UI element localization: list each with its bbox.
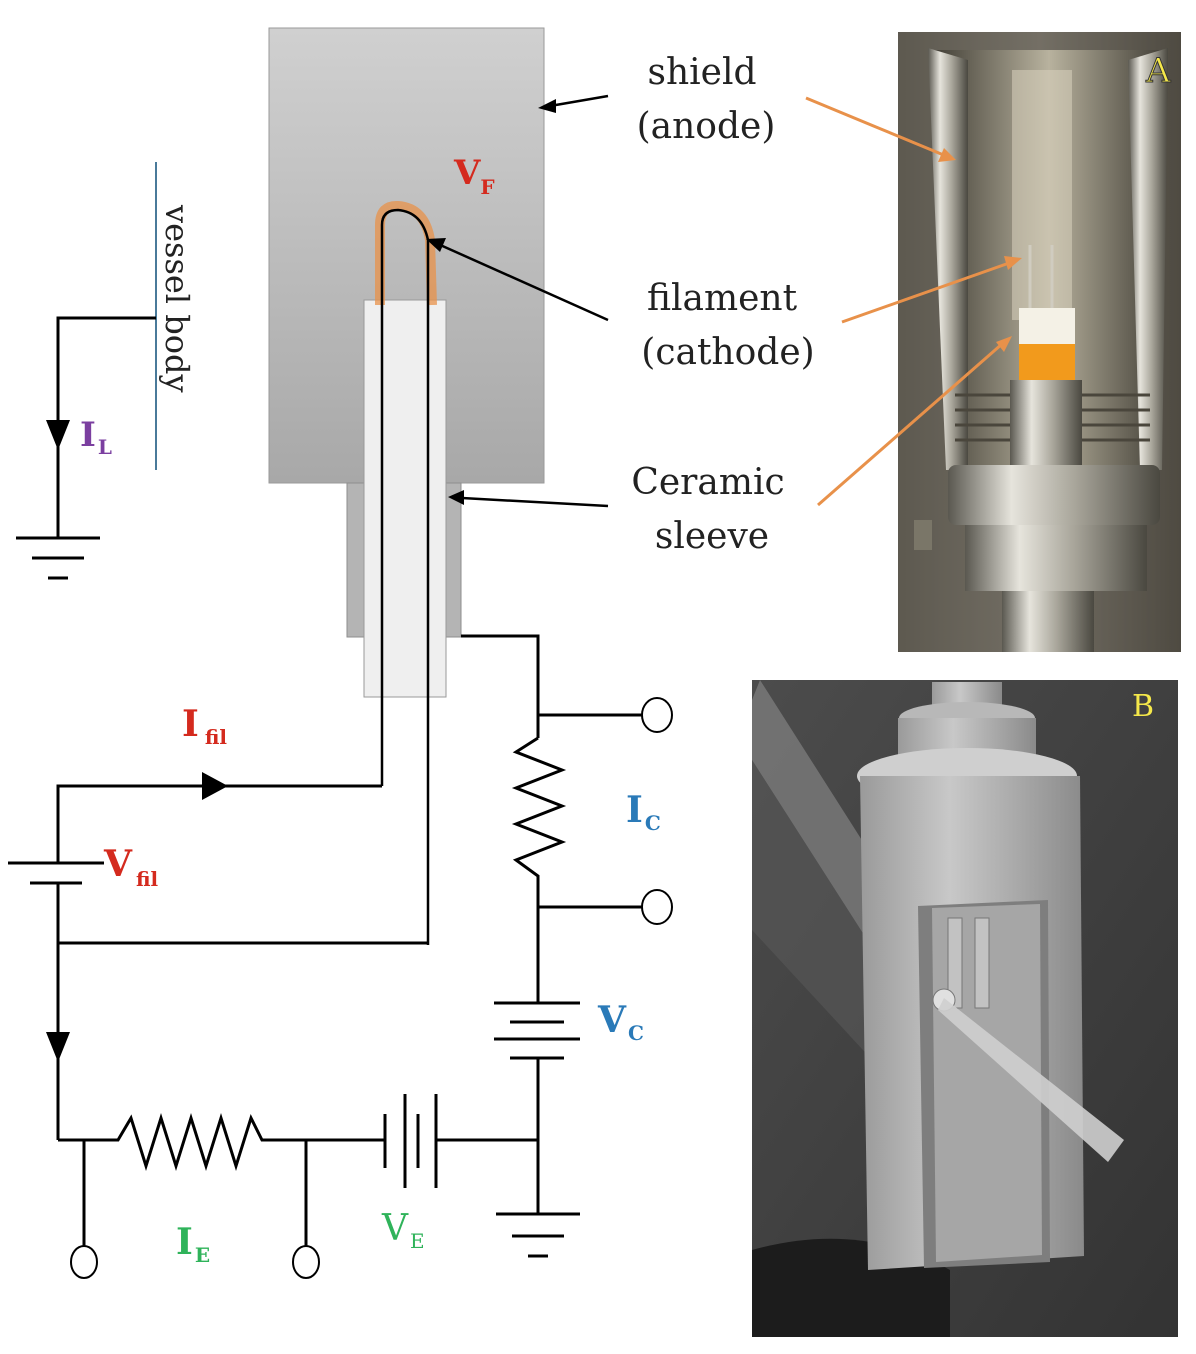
vfil-return-wire — [56, 883, 428, 945]
main-ground-symbol — [496, 1212, 580, 1258]
filament-label-line2: (cathode) — [641, 332, 814, 373]
ic-wire-top — [461, 634, 540, 738]
il-wire — [56, 316, 156, 538]
ceramic-label-line2: sleeve — [655, 516, 769, 557]
filament-cathode — [380, 208, 430, 945]
ceramic-sleeve — [363, 299, 447, 698]
ceramic-label-line1: Ceramic — [631, 462, 784, 503]
ic-resistor — [511, 736, 567, 1003]
ve-battery — [383, 1094, 438, 1188]
ic-terminal-bottom — [641, 889, 673, 925]
ceramic-pointer — [461, 496, 609, 508]
shield-label-line2: (anode) — [637, 106, 776, 147]
ic-terminal-top — [641, 697, 673, 733]
ceramic-pointer-head — [448, 490, 464, 505]
ifil-arrow — [202, 772, 228, 800]
shield-label-line1: shield — [647, 52, 756, 93]
ceramic-photo-pointer — [817, 342, 1003, 507]
ie-terminal-right — [292, 1245, 320, 1279]
vessel-body-label: vessel body — [158, 204, 196, 393]
filament-glow — [375, 200, 437, 306]
il-arrow — [46, 420, 70, 450]
vf-label: VF — [453, 153, 495, 199]
vessel-ground-symbol — [16, 536, 100, 580]
render-panel-b: B — [752, 680, 1178, 1337]
shield-pointer-head — [538, 99, 556, 113]
shield-photo-pointer — [805, 96, 947, 158]
panel-b-label: B — [1132, 689, 1154, 724]
ie-terminal-left — [70, 1245, 98, 1279]
filament-label-line1: filament — [647, 278, 798, 319]
photo-panel-a: A — [805, 32, 1181, 652]
shield-pointer — [549, 94, 609, 108]
vc-battery — [494, 1001, 580, 1060]
ie-arrow — [46, 1032, 70, 1062]
ifil-wire — [56, 784, 382, 863]
vfil-battery — [8, 861, 104, 885]
filament-pointer — [437, 242, 609, 322]
ie-resistor — [58, 1112, 385, 1172]
filament-photo-pointer — [841, 260, 1013, 324]
filament-pointer-head — [426, 238, 446, 252]
panel-a-label: A — [1145, 51, 1171, 91]
